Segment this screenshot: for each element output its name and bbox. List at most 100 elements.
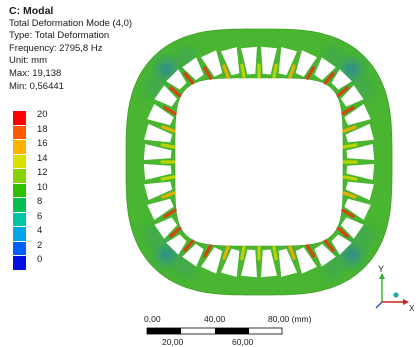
low-deformation-zone (359, 82, 372, 95)
legend-tick: 16 (37, 138, 48, 149)
legend-swatch (13, 169, 26, 183)
result-unit: Unit: mm (9, 55, 47, 67)
tooth-tip (336, 226, 349, 238)
system-title: C: Modal (9, 5, 54, 17)
low-deformation-zone (146, 229, 159, 242)
stator-slot (220, 248, 240, 277)
low-deformation-zone (359, 229, 372, 242)
result-name: Total Deformation Mode (4,0) (9, 17, 133, 29)
stator-slot (261, 249, 277, 278)
stator-slot (143, 164, 172, 180)
tooth-tip (341, 105, 355, 116)
stator-slot (166, 69, 187, 90)
y-axis-label: Y (378, 264, 384, 274)
legend-tick: 14 (37, 152, 48, 164)
stator-slot (201, 247, 223, 274)
legend-tick: 18 (37, 123, 48, 135)
stator-slot (166, 234, 187, 255)
tooth-tip (305, 66, 315, 80)
stator-slot (241, 46, 257, 75)
scale-label-40: 40,00 (204, 314, 226, 324)
scale-bar-graphic (146, 327, 283, 335)
stator-slot (314, 57, 336, 81)
low-deformation-zone (342, 245, 361, 264)
tooth-tip (342, 191, 357, 199)
tooth-tip (161, 191, 176, 199)
stator-slot (143, 144, 172, 160)
tooth-tip (288, 64, 296, 79)
tooth-tip (240, 63, 246, 79)
result-min: Min: 0,56441 (9, 80, 64, 92)
stator-slot (261, 46, 277, 75)
stator-slot (154, 85, 178, 107)
scale-label-80: 80,00 (mm) (268, 314, 312, 324)
result-max: Max: 19,138 (9, 67, 62, 79)
x-axis-label: X (409, 304, 414, 312)
tooth-tip (222, 245, 230, 260)
tooth-tip (323, 239, 335, 252)
legend-swatch (13, 241, 26, 255)
stator-slot (182, 57, 204, 81)
low-deformation-zone (326, 49, 339, 62)
stator-bore (174, 77, 344, 247)
x-axis-arrow (403, 299, 409, 305)
stator-slot (345, 181, 374, 201)
stator-slot (295, 50, 317, 77)
low-deformation-zone (157, 245, 176, 264)
low-deformation-zone (326, 262, 339, 275)
stator-slot (241, 249, 257, 278)
y-axis-arrow (379, 273, 385, 279)
legend-tick: 12 (37, 167, 48, 178)
axis-triad[interactable]: Y X (368, 262, 414, 312)
low-deformation-zone (342, 60, 361, 79)
tooth-tip (163, 208, 177, 218)
tooth-tip (323, 72, 335, 85)
tooth-tip (203, 66, 213, 80)
stator-slot (154, 217, 178, 239)
low-deformation-zone (146, 82, 159, 95)
scale-label-60: 60,00 (232, 337, 254, 347)
stator-slot (344, 198, 371, 220)
legend-tick: 6 (37, 210, 43, 222)
tooth-tip (169, 226, 182, 238)
tooth-tip (336, 86, 349, 98)
tooth-tip (163, 105, 177, 116)
stator-slot (345, 123, 374, 143)
tooth-tip (160, 143, 176, 149)
stator-slot (147, 104, 174, 126)
legend-tick: 20 (37, 109, 48, 120)
stator-slot (331, 69, 352, 90)
stator-slot (147, 198, 174, 220)
low-deformation-zone (179, 49, 192, 62)
legend-swatch (13, 125, 26, 139)
legend-tick: 8 (37, 196, 43, 207)
tooth-tip (272, 63, 278, 79)
legend-tick: 0 (37, 254, 43, 265)
tooth-tip (203, 244, 213, 258)
z-axis-line (375, 301, 383, 309)
stator-slot (344, 104, 371, 126)
result-frequency: Frequency: 2795,8 Hz (9, 42, 103, 54)
scale-label-20: 20,00 (162, 337, 184, 347)
result-info-panel: C: Modal Total Deformation Mode (4,0) Ty… (9, 5, 132, 93)
tooth-tip (183, 239, 195, 252)
stator-slot (182, 243, 204, 267)
stator-slot (278, 47, 298, 76)
tooth-tip (342, 143, 358, 149)
stator-slot (278, 248, 298, 277)
scale-label-0: 0,00 (144, 314, 161, 324)
stator-slot (314, 243, 336, 267)
tooth-tip (341, 208, 355, 218)
stator-slot (144, 123, 173, 143)
result-type: Type: Total Deformation (9, 30, 110, 42)
stator-slot (346, 164, 375, 180)
legend-swatch (13, 140, 26, 154)
stator-slot (201, 50, 223, 77)
low-deformation-zone (179, 262, 192, 275)
stator-slot (144, 181, 173, 201)
tooth-tip (342, 175, 358, 181)
tooth-tip (272, 245, 278, 261)
low-deformation-zone (157, 60, 176, 79)
stator-slot (331, 234, 352, 255)
